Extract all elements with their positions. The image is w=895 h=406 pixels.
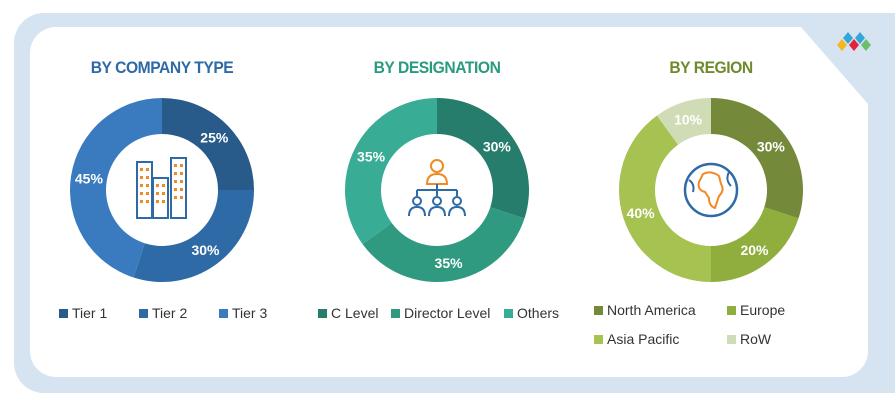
chart-title-designation: BY DESIGNATION (373, 58, 501, 77)
legend-label: Asia Pacific (607, 331, 680, 347)
donut-slice-director-level (362, 207, 525, 282)
legend-item-tier-3: Tier 3 (219, 305, 267, 321)
legend-label: Europe (740, 302, 786, 318)
legend-item-tier-2: Tier 2 (139, 305, 187, 321)
legend-swatch (219, 308, 228, 318)
legend-item-asia-pacific: Asia Pacific (594, 331, 679, 347)
legend-swatch (139, 308, 148, 318)
donut-slice-asia-pacific (619, 115, 711, 282)
legend-item-c-level: C Level (318, 305, 378, 321)
data-label: 40% (627, 205, 656, 221)
donut-slice-c-level (437, 98, 529, 219)
data-label: 45% (75, 170, 104, 186)
donut-slice-tier-2 (133, 190, 254, 282)
donut-slice-europe (711, 207, 799, 282)
legend-swatch (504, 308, 513, 318)
legend-item-europe: Europe (727, 302, 785, 318)
legend-label: RoW (740, 331, 772, 347)
legend-swatch (318, 308, 327, 318)
globe-icon (683, 162, 739, 218)
legend-swatch (594, 305, 603, 315)
legend-swatch (727, 334, 736, 344)
legend-label: Tier 3 (232, 305, 268, 321)
legend-label: Tier 1 (72, 305, 108, 321)
legend-swatch (727, 305, 736, 315)
donut-slice-row (656, 98, 711, 145)
data-label: 25% (200, 130, 229, 146)
data-label: 35% (357, 148, 386, 164)
data-label: 30% (757, 139, 786, 155)
legend-item-north-america: North America (594, 302, 696, 318)
people-hierarchy-icon (408, 159, 466, 217)
brand-logo-icon (837, 32, 871, 51)
data-label: 30% (191, 242, 220, 258)
donut-slice-tier-1 (162, 98, 254, 190)
chart-title-company-type: BY COMPANY TYPE (90, 58, 234, 77)
donut-slice-tier-3 (70, 98, 162, 278)
data-label: 30% (483, 139, 512, 155)
data-label: 35% (435, 255, 464, 271)
donut-slice-north-america (711, 98, 804, 219)
card (30, 27, 868, 377)
legend-label: C Level (331, 305, 379, 321)
buildings-icon (136, 157, 187, 219)
legend-item-tier-1: Tier 1 (59, 305, 107, 321)
legend-label: Tier 2 (152, 305, 188, 321)
legend-label: Others (517, 305, 560, 321)
legend-label: Director Level (404, 305, 491, 321)
legend-swatch (391, 308, 400, 318)
data-label: 10% (674, 112, 703, 128)
donut-slice-others (345, 98, 437, 245)
data-label: 20% (740, 242, 769, 258)
legend-item-row: RoW (727, 331, 771, 347)
legend-label: North America (607, 302, 696, 318)
legend-item-others: Others (504, 305, 559, 321)
chart-title-region: BY REGION (669, 58, 753, 77)
legend-item-director-level: Director Level (391, 305, 490, 321)
legend-swatch (594, 334, 603, 344)
legend-swatch (59, 308, 68, 318)
